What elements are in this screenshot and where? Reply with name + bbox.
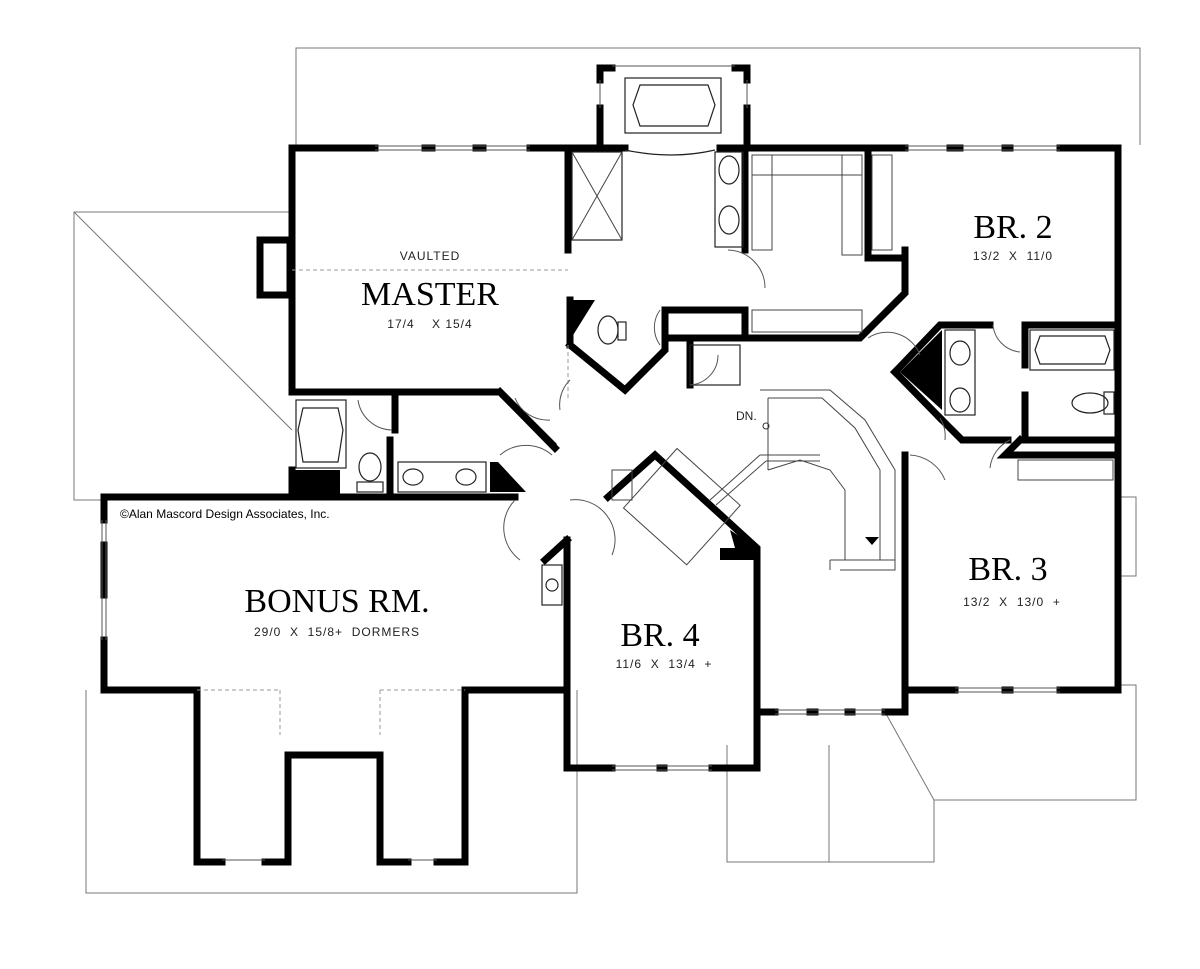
master-room-name: MASTER [361,276,499,313]
br2-room-dims: 13/2 X 11/0 [973,249,1053,263]
br3-room-name: BR. 3 [968,551,1047,588]
br3-room-dims: 13/2 X 13/0 + [963,595,1061,609]
bonus-bath-fixtures [295,399,563,606]
br2-room-name: BR. 2 [973,209,1052,246]
bonus-room-name: BONUS RM. [244,583,429,620]
copyright-credit: ©Alan Mascord Design Associates, Inc. [120,507,330,521]
stairs-start-marker [762,422,770,430]
master-room-dims: 17/4 X 15/4 [387,317,472,331]
fireplace [256,236,294,299]
staircase [709,389,896,571]
master-bath-tub [624,77,722,134]
closet-rods [611,154,1114,566]
br4-room-dims: 11/6 X 13/4 + [616,657,713,671]
solid-blocks [290,300,942,560]
master-vaulted-note: VAULTED [400,249,461,263]
stairs-down-label: DN. [736,409,757,423]
roof-outlines [73,47,1141,894]
hall-bath-fixtures [944,329,1115,416]
windows [101,65,1060,861]
master-bath-fixtures [571,149,744,386]
door-swings [357,249,1021,561]
walls [100,144,1122,866]
bonus-room-dims: 29/0 X 15/8+ DORMERS [254,625,420,639]
dormer-lines [197,269,569,735]
br4-room-name: BR. 4 [620,617,699,654]
